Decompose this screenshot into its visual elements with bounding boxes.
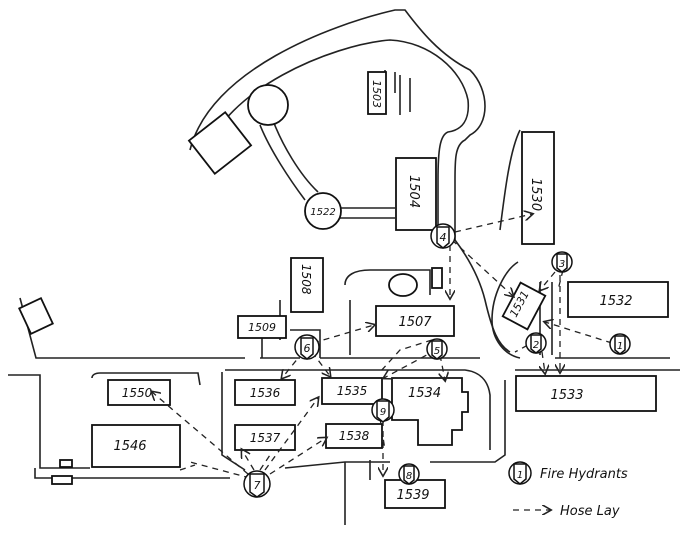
building-1504-label: 1504 (406, 175, 421, 208)
building-1537: 1537 (234, 424, 296, 451)
building-1533-label: 1533 (550, 388, 583, 403)
building-1535-label: 1535 (337, 384, 368, 398)
building-1536: 1536 (234, 379, 296, 406)
building-1534: 1534 (391, 377, 469, 446)
legend-hose-label: Hose Lay (560, 504, 620, 519)
building-1538-label: 1538 (339, 429, 370, 443)
building-1533: 1533 (515, 375, 657, 412)
building-1530-label: 1530 (528, 178, 543, 211)
building-west-shed (18, 297, 54, 335)
building-1504: 1504 (395, 157, 437, 231)
building-small-2 (51, 475, 73, 485)
building-1509-label: 1509 (248, 321, 276, 334)
building-1509: 1509 (237, 315, 287, 339)
building-1522: 1522 (304, 192, 342, 230)
hydrant-1: 1 (609, 333, 631, 355)
building-small-1 (59, 459, 73, 468)
hydrant-8-number: 8 (406, 471, 412, 482)
building-1522-label: 1522 (310, 207, 335, 218)
legend-hydrant-symbol: 1 (508, 461, 532, 485)
building-1532: 1532 (567, 281, 669, 318)
building-1538: 1538 (325, 423, 383, 449)
legend-hydrant-number: 1 (517, 470, 523, 481)
building-1550: 1550 (107, 379, 171, 406)
building-1531: 1531 (501, 281, 547, 331)
buildings: 1503 1504 1522 1530 1508 1509 1507 (18, 71, 669, 509)
building-1507: 1507 (375, 305, 455, 337)
building-1532-label: 1532 (599, 294, 632, 309)
building-1507-label: 1507 (398, 315, 432, 330)
legend: 1 Fire Hydrants Hose Lay (508, 461, 628, 519)
building-1546-label: 1546 (113, 439, 146, 454)
building-pond (388, 273, 418, 297)
hydrant-7-number: 7 (254, 479, 261, 492)
hydrant-2-number: 2 (533, 340, 539, 351)
hydrant-8: 8 (398, 463, 420, 485)
hydrant-3: 3 (551, 251, 573, 273)
hydrant-9-number: 9 (380, 407, 386, 418)
hydrant-4: 4 (430, 223, 456, 249)
hydrant-6-number: 6 (304, 342, 311, 355)
building-1530: 1530 (521, 131, 555, 245)
hydrant-2: 2 (525, 332, 547, 354)
legend-hydrant-label: Fire Hydrants (540, 467, 628, 482)
hydrant-7: 7 (243, 470, 271, 498)
hydrant-5-number: 5 (434, 346, 440, 357)
building-1508-label: 1508 (299, 264, 313, 295)
hydrant-5: 5 (426, 338, 448, 360)
hydrants: 1 2 3 4 5 6 7 (243, 223, 631, 498)
building-1539-label: 1539 (396, 488, 429, 503)
building-small-kiosk (431, 267, 443, 289)
building-1535: 1535 (321, 377, 383, 405)
building-1536-label: 1536 (250, 386, 281, 400)
building-tank (247, 84, 289, 126)
hydrant-4-number: 4 (440, 231, 447, 244)
building-1550-label: 1550 (122, 386, 153, 400)
hydrant-3-number: 3 (559, 259, 565, 270)
building-north-annex (187, 111, 253, 175)
building-1537-label: 1537 (250, 431, 281, 445)
hydrant-1-number: 1 (617, 341, 623, 352)
building-1503: 1503 (367, 71, 387, 115)
hydrant-6: 6 (294, 334, 320, 360)
building-1534-label: 1534 (408, 386, 441, 401)
building-1546: 1546 (91, 424, 181, 468)
hydrant-9: 9 (371, 398, 395, 423)
building-1539: 1539 (384, 479, 446, 509)
building-1503-label: 1503 (370, 80, 383, 108)
building-1508: 1508 (290, 257, 324, 313)
